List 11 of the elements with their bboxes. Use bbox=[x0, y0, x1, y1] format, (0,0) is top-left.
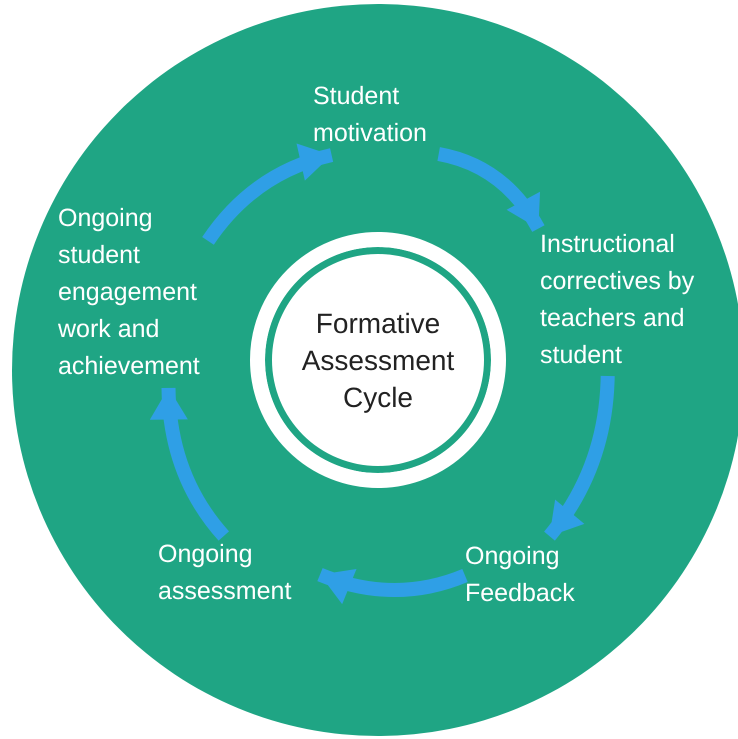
arrow bbox=[150, 388, 230, 541]
arrow bbox=[544, 376, 615, 540]
center-circle: Formative Assessment Cycle bbox=[250, 232, 506, 488]
stage-label: Instructional correctives by teachers and student bbox=[540, 226, 730, 376]
stage-label: Ongoing assessment bbox=[158, 536, 318, 612]
stage-label: Student motivation bbox=[313, 78, 463, 154]
stage-label: Ongoing student engagement work and achievement bbox=[58, 200, 208, 386]
stage-label: Ongoing Feedback bbox=[465, 538, 605, 614]
arrow bbox=[318, 568, 468, 604]
arrow bbox=[437, 147, 544, 232]
arrow bbox=[202, 144, 334, 245]
